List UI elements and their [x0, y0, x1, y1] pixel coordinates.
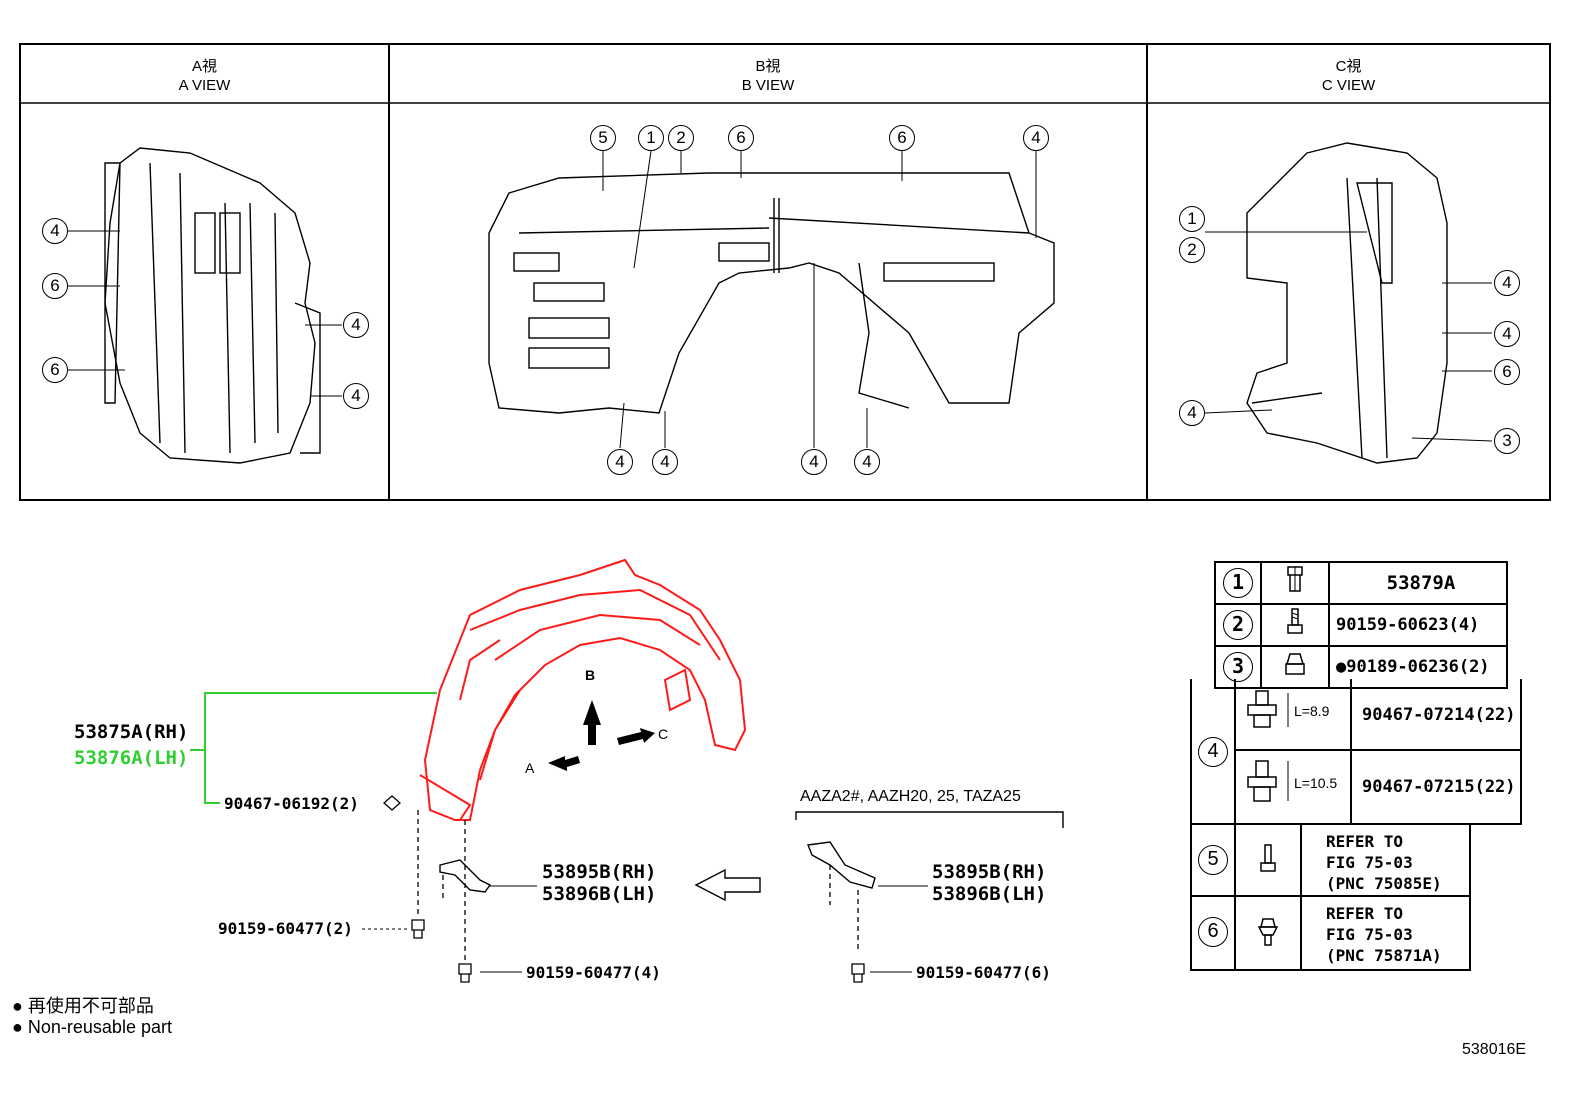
- non-reusable-marker: ●: [12, 996, 23, 1016]
- screw-left-label: 90159-60477(2): [218, 919, 353, 938]
- legend-row-2: 2 90159-60623(4): [1214, 603, 1508, 647]
- legend-ref-line: FIG 75-03: [1326, 853, 1413, 872]
- legend-part: 53879A: [1328, 561, 1508, 605]
- callout-1: 1: [1179, 206, 1205, 232]
- view-c-title-en: C VIEW: [1321, 77, 1376, 94]
- part-lh-label: 53876A(LH): [74, 747, 189, 769]
- callout-4: 4: [343, 383, 369, 409]
- screw-icon: [1236, 825, 1302, 897]
- clip-icon: L=10.5: [1236, 751, 1352, 823]
- callout-4: 4: [42, 218, 68, 244]
- fender-liner: [419, 558, 747, 821]
- callout-4: 4: [1023, 125, 1049, 151]
- view-b-title-jp: B視: [755, 58, 781, 75]
- callout-6: 6: [42, 357, 68, 383]
- bracket-rh-label: 53895B(RH): [542, 861, 657, 883]
- bracket-lh-label-2: 53896B(LH): [932, 883, 1047, 905]
- callout-4: 4: [652, 449, 678, 475]
- view-c-title: C視 C VIEW: [1147, 57, 1550, 95]
- screw-right-label: 90159-60477(6): [916, 963, 1051, 982]
- main-drawing: [190, 558, 1064, 983]
- view-a-title-jp: A視: [191, 58, 217, 75]
- callout-4: 4: [1179, 400, 1205, 426]
- push-rivet-icon: [1284, 565, 1306, 602]
- legend-length-2: L=10.5: [1294, 775, 1338, 791]
- arrow-a-label: A: [525, 760, 535, 776]
- callout-6: 6: [1494, 359, 1520, 385]
- view-c-drawing: [1204, 142, 1493, 464]
- legend-num: 3: [1223, 652, 1253, 682]
- note-en-text: Non-reusable part: [27, 1017, 172, 1037]
- note-en: ● Non-reusable part: [12, 1017, 172, 1038]
- callout-4: 4: [854, 449, 880, 475]
- view-frame-lines: [19, 43, 1551, 501]
- arrow-b-label: B: [585, 667, 596, 683]
- view-a-title: A視 A VIEW: [20, 57, 389, 95]
- note-jp: ● 再使用不可部品: [12, 992, 154, 1018]
- legend-num: 5: [1198, 845, 1228, 875]
- legend-ref-line: REFER TO: [1326, 832, 1404, 851]
- callout-5: 5: [590, 125, 616, 151]
- bracket-rh-label-2: 53895B(RH): [932, 861, 1047, 883]
- legend-num: 2: [1223, 610, 1253, 640]
- screw-mid-label: 90159-60477(4): [526, 963, 661, 982]
- callout-4: 4: [801, 449, 827, 475]
- legend-num: 4: [1198, 737, 1228, 767]
- clip-part-label: 90467-06192(2): [224, 794, 359, 813]
- legend-row-1: 1 53879A: [1214, 561, 1508, 605]
- view-c-title-jp: C視: [1335, 58, 1362, 75]
- view-b-drawing: [488, 150, 1055, 449]
- callout-4: 4: [1494, 321, 1520, 347]
- callout-1: 1: [638, 125, 664, 151]
- legend-rows-5-6: 5 REFER TO FIG 75-03 (PNC 75085E) 6 REFE…: [1190, 823, 1471, 971]
- non-reusable-marker: ●: [12, 1017, 23, 1037]
- callout-4: 4: [1494, 270, 1520, 296]
- part-rh-label: 53875A(RH): [74, 721, 189, 743]
- callout-4: 4: [607, 449, 633, 475]
- callout-4: 4: [343, 312, 369, 338]
- legend-ref-line: REFER TO: [1326, 904, 1404, 923]
- callout-2: 2: [1179, 237, 1205, 263]
- legend-part-1: 90467-07214(22): [1352, 679, 1522, 751]
- nut-icon: [1283, 652, 1307, 685]
- legend-ref-line: (PNC 75085E): [1326, 874, 1442, 893]
- figure-id: 538016E: [1462, 1041, 1527, 1058]
- note-jp-text: 再使用不可部品: [27, 996, 154, 1016]
- legend-row-4: 4 L=8.9 90467-07214(22) L=10.5 90467-072…: [1190, 679, 1522, 825]
- callout-2: 2: [668, 125, 694, 151]
- clip-icon: L=8.9: [1236, 679, 1352, 751]
- fastener-legend: 1 53879A 2 90159-60623(4) 3 ●90189-06236…: [1214, 561, 1508, 689]
- legend-num: 6: [1198, 917, 1228, 947]
- callout-3: 3: [1494, 428, 1520, 454]
- non-reusable-marker: ●: [1336, 657, 1347, 677]
- clip-icon: [1236, 897, 1302, 969]
- bracket-lh-label: 53896B(LH): [542, 883, 657, 905]
- view-b-title: B視 B VIEW: [389, 57, 1147, 95]
- legend-part-cell: ●90189-06236(2): [1328, 645, 1508, 689]
- view-a-title-en: A VIEW: [178, 77, 231, 94]
- view-a-drawing: [67, 147, 342, 464]
- arrow-c-label: C: [658, 726, 669, 742]
- legend-part: 90189-06236(2): [1346, 657, 1490, 677]
- view-b-title-en: B VIEW: [741, 77, 795, 94]
- legend-num: 1: [1223, 568, 1253, 598]
- callout-6: 6: [42, 273, 68, 299]
- legend-part-2: 90467-07215(22): [1362, 777, 1516, 797]
- legend-row-3: 3 ●90189-06236(2): [1214, 645, 1508, 689]
- model-note: AAZA2#, AAZH20, 25, TAZA25: [800, 788, 1021, 805]
- legend-ref-line: FIG 75-03: [1326, 925, 1413, 944]
- callout-6: 6: [889, 125, 915, 151]
- screw-icon: [1284, 607, 1306, 644]
- legend-part: 90159-60623(4): [1328, 603, 1508, 647]
- legend-length-1: L=8.9: [1294, 703, 1330, 719]
- callout-6: 6: [728, 125, 754, 151]
- legend-ref-line: (PNC 75871A): [1326, 946, 1442, 965]
